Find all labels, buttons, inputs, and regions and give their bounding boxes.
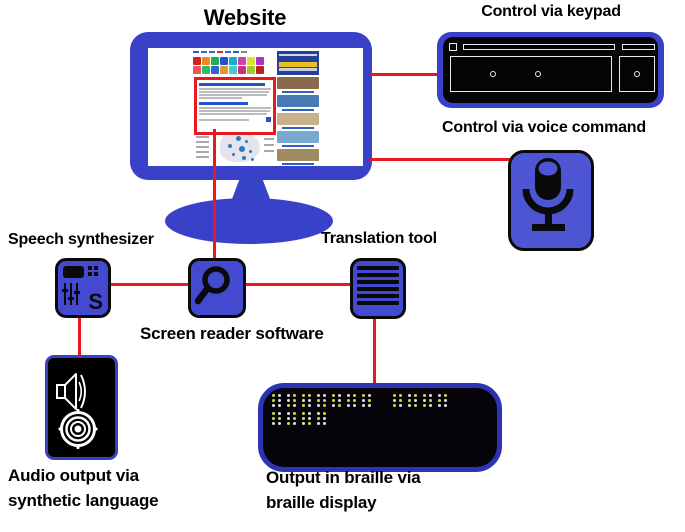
webpage-sidebar (277, 51, 319, 165)
website-label: Website (203, 5, 287, 30)
article-text-line (199, 110, 270, 112)
keypad-bar-short (622, 44, 655, 50)
speaker-icon (56, 373, 98, 450)
link-line (196, 136, 209, 138)
screen-reader-device (188, 258, 246, 318)
ad-button (279, 62, 317, 67)
keypad-side-panel (619, 56, 655, 92)
connector-website-screenreader (213, 129, 216, 260)
article-text-line (199, 88, 271, 90)
sidebar-ad (277, 51, 319, 75)
webpage-link-list (196, 136, 209, 161)
translation-tool-label: Translation tool (321, 230, 437, 247)
sidebar-thumbs (277, 77, 319, 165)
text-lines-icon (357, 294, 399, 298)
link-line (264, 150, 274, 152)
audio-output-line2: synthetic language (8, 491, 159, 510)
article-button (266, 117, 271, 122)
synth-key (94, 266, 98, 270)
ad-text-line (279, 68, 317, 71)
webpage-nav-links (193, 51, 247, 53)
keypad-device (437, 32, 664, 108)
monitor-stand-base (165, 198, 333, 244)
screen-reader-label: Screen reader software (140, 324, 324, 343)
webpage-map (220, 131, 260, 162)
voice-command-label: Control via voice command (442, 119, 646, 136)
braille-output-line2: braille display (266, 493, 377, 512)
connector-screenreader-translation (238, 283, 352, 286)
text-lines-icon (357, 266, 399, 270)
connector-synth-speaker (78, 310, 81, 357)
equalizer-icon (62, 283, 80, 305)
link-line (196, 141, 209, 143)
text-lines-icon (357, 301, 399, 305)
link-line (196, 156, 209, 158)
article-headline (199, 83, 266, 86)
braille-output-line1: Output in braille via (266, 468, 421, 487)
connector-monitor-mic (370, 158, 511, 161)
magnifier-icon (194, 266, 230, 305)
cube-banner (193, 57, 271, 74)
article-headline (199, 102, 248, 105)
link-line (196, 151, 209, 153)
monitor-screen (148, 48, 363, 166)
connector-synth-screenreader (103, 283, 190, 286)
sidebar-thumb (277, 131, 319, 147)
article-text-line (199, 118, 250, 121)
link-line (264, 138, 274, 140)
ad-text-line (279, 54, 317, 56)
synth-display (63, 266, 84, 278)
synth-letter: S (88, 289, 103, 314)
braille-row-1 (272, 394, 453, 407)
connector-monitor-keypad (370, 73, 440, 76)
keypad-button (490, 71, 496, 77)
link-line (264, 144, 274, 146)
article-text-line (199, 107, 271, 109)
text-lines-icon (357, 280, 399, 284)
sidebar-thumb (277, 113, 319, 129)
keypad-button (634, 71, 640, 77)
synth-key (94, 272, 98, 276)
text-lines-icon (357, 273, 399, 277)
audio-output-line1: Audio output via (8, 466, 139, 485)
audio-output-label: Audio output via synthetic language (8, 463, 159, 513)
article-text-line (199, 97, 243, 99)
article-footer (199, 117, 271, 122)
article-text-line (199, 91, 269, 93)
link-line (196, 146, 209, 148)
sidebar-thumb (277, 77, 319, 93)
braille-row-2 (272, 412, 332, 425)
braille-output-label: Output in braille via braille display (266, 465, 421, 515)
highlighted-article-box (194, 77, 276, 135)
article-text-line (199, 113, 268, 115)
speech-synthesizer-device: S (55, 258, 111, 318)
microphone-device (508, 150, 594, 251)
sidebar-thumb (277, 95, 319, 111)
keypad-button (535, 71, 541, 77)
text-lines-icon (357, 287, 399, 291)
synth-key (88, 272, 92, 276)
webpage-link-list-right (264, 138, 274, 156)
translation-tool-device (350, 258, 406, 319)
keypad-label: Control via keypad (481, 3, 621, 20)
keypad-bar-long (463, 44, 615, 50)
speech-synthesizer-label: Speech synthesizer (8, 231, 154, 248)
article-text-line (199, 94, 267, 96)
keypad-key (449, 43, 457, 51)
sidebar-thumb (277, 149, 319, 165)
microphone-icon (522, 158, 574, 231)
keypad-main-panel (450, 56, 612, 92)
braille-display-device (258, 383, 502, 472)
connector-translation-braille (373, 311, 376, 385)
synth-key (88, 266, 92, 270)
speaker-device (45, 355, 118, 460)
